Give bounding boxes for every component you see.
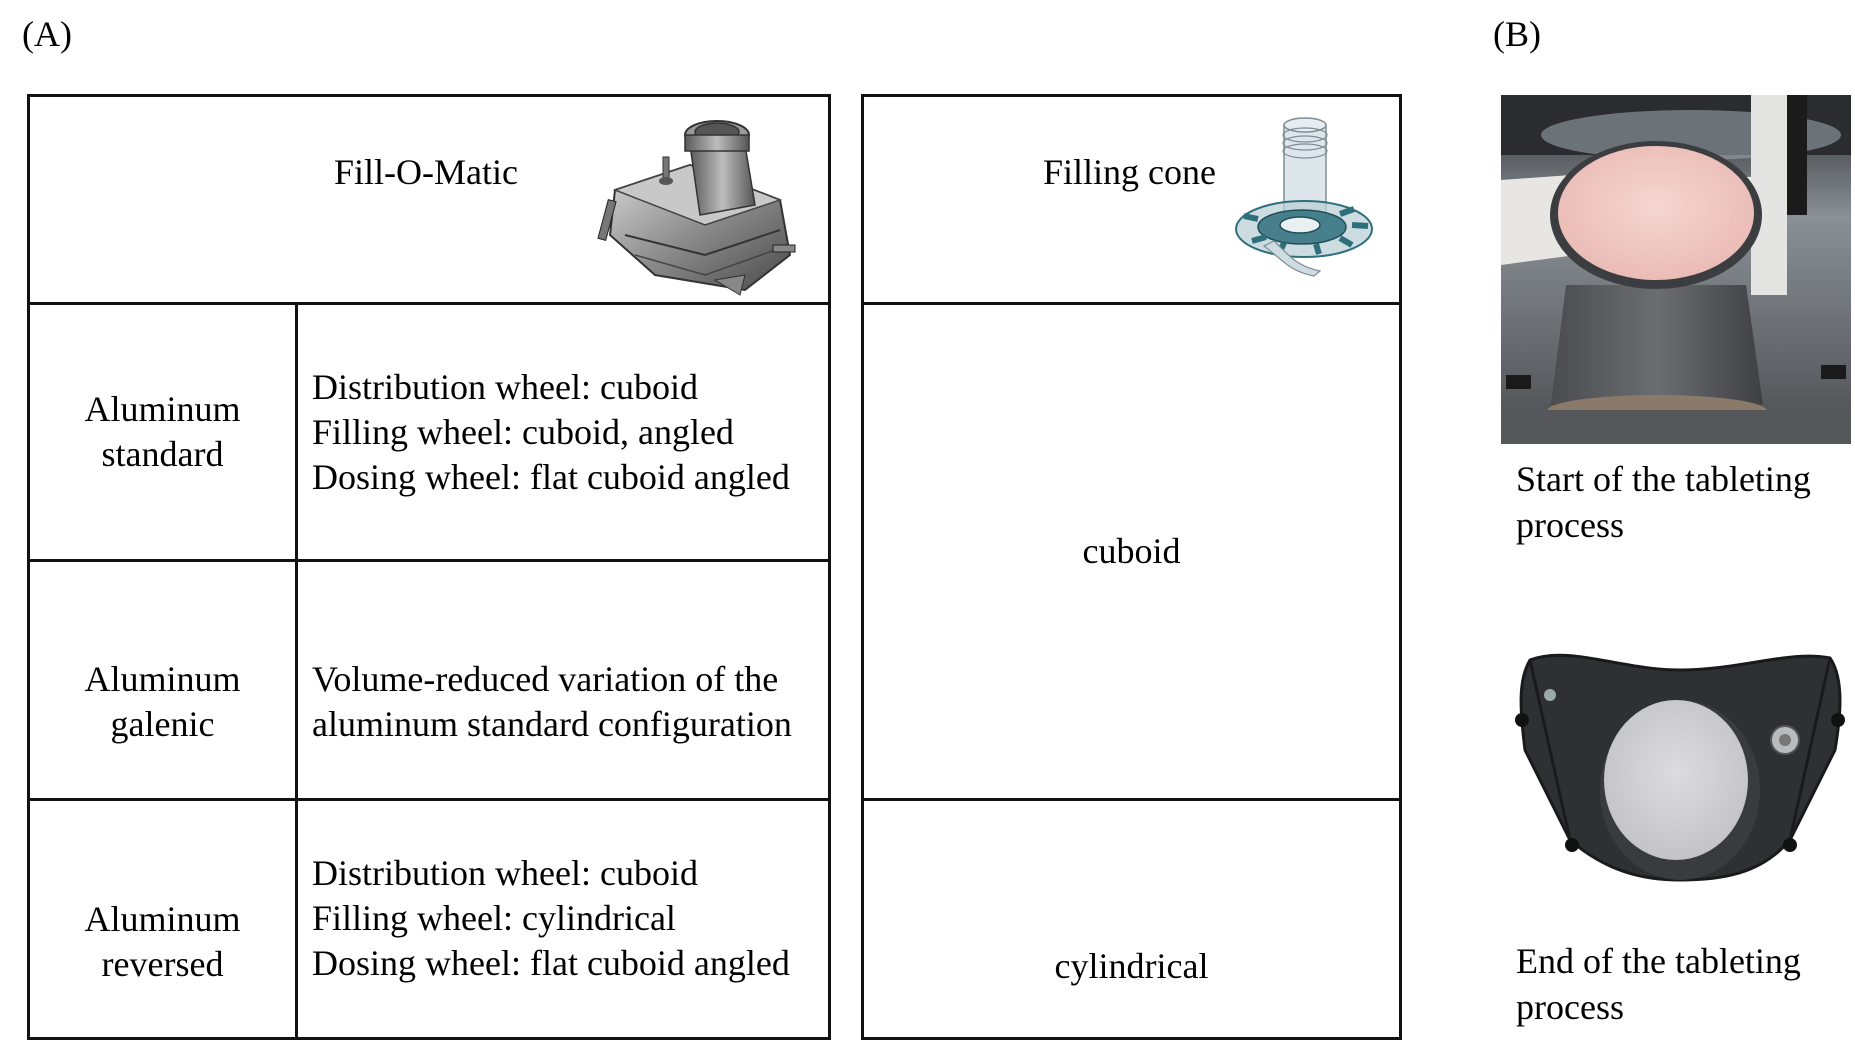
photo-caption-end: End of the tableting process <box>1516 938 1851 1030</box>
caption-line: End of the tableting <box>1516 941 1801 981</box>
description-line: Distribution wheel: cuboid <box>312 367 698 407</box>
configuration-name-line: Aluminum <box>84 389 241 429</box>
table-divider <box>30 798 828 801</box>
description-line: Dosing wheel: flat cuboid angled <box>312 457 790 497</box>
description-line: Dosing wheel: flat cuboid angled <box>312 943 790 983</box>
caption-line: Start of the tableting <box>1516 459 1811 499</box>
configuration-name-line: Aluminum <box>84 659 241 699</box>
table-divider <box>30 559 828 562</box>
description-line: Filling wheel: cylindrical <box>312 898 676 938</box>
configuration-name: Aluminum galenic <box>30 657 295 747</box>
configuration-name-line: Aluminum <box>84 899 241 939</box>
filling-cone-value: cuboid <box>1082 531 1181 571</box>
caption-line: process <box>1516 505 1624 545</box>
filling-cone-header: Filling cone <box>1043 152 1216 192</box>
table-column-divider <box>295 302 298 1037</box>
table-divider <box>30 302 828 305</box>
photo-start-of-tableting <box>1501 95 1851 444</box>
configuration-name-line: galenic <box>110 704 215 744</box>
table-divider <box>864 798 1399 801</box>
filling-cone-table: Filling cone cuboid cylindrical <box>861 94 1402 1040</box>
caption-line: process <box>1516 987 1624 1027</box>
photo-caption-start: Start of the tableting process <box>1516 456 1851 548</box>
configuration-name-line: standard <box>101 434 224 474</box>
panel-label-b: (B) <box>1493 14 1541 54</box>
table-divider <box>864 302 1399 305</box>
panel-label-a: (A) <box>22 14 72 54</box>
configuration-name-line: reversed <box>101 944 224 984</box>
filling-cone-illustration-icon <box>1235 117 1373 277</box>
configuration-description: Distribution wheel: cuboid Filling wheel… <box>312 851 790 986</box>
photo-end-of-tableting <box>1515 653 1845 882</box>
configuration-description: Distribution wheel: cuboid Filling wheel… <box>312 365 790 500</box>
description-line: aluminum standard configuration <box>312 704 792 744</box>
fill-o-matic-header: Fill-O-Matic <box>334 152 518 192</box>
fill-o-matic-table: Fill-O-Matic Aluminum <box>27 94 831 1040</box>
configuration-description: Volume-reduced variation of the aluminum… <box>312 657 792 747</box>
description-line: Volume-reduced variation of the <box>312 659 779 699</box>
filling-cone-value: cylindrical <box>1054 946 1209 986</box>
configuration-name: Aluminum reversed <box>30 897 295 987</box>
fill-o-matic-illustration-icon <box>597 120 796 296</box>
configuration-name: Aluminum standard <box>30 387 295 477</box>
description-line: Distribution wheel: cuboid <box>312 853 698 893</box>
description-line: Filling wheel: cuboid, angled <box>312 412 734 452</box>
